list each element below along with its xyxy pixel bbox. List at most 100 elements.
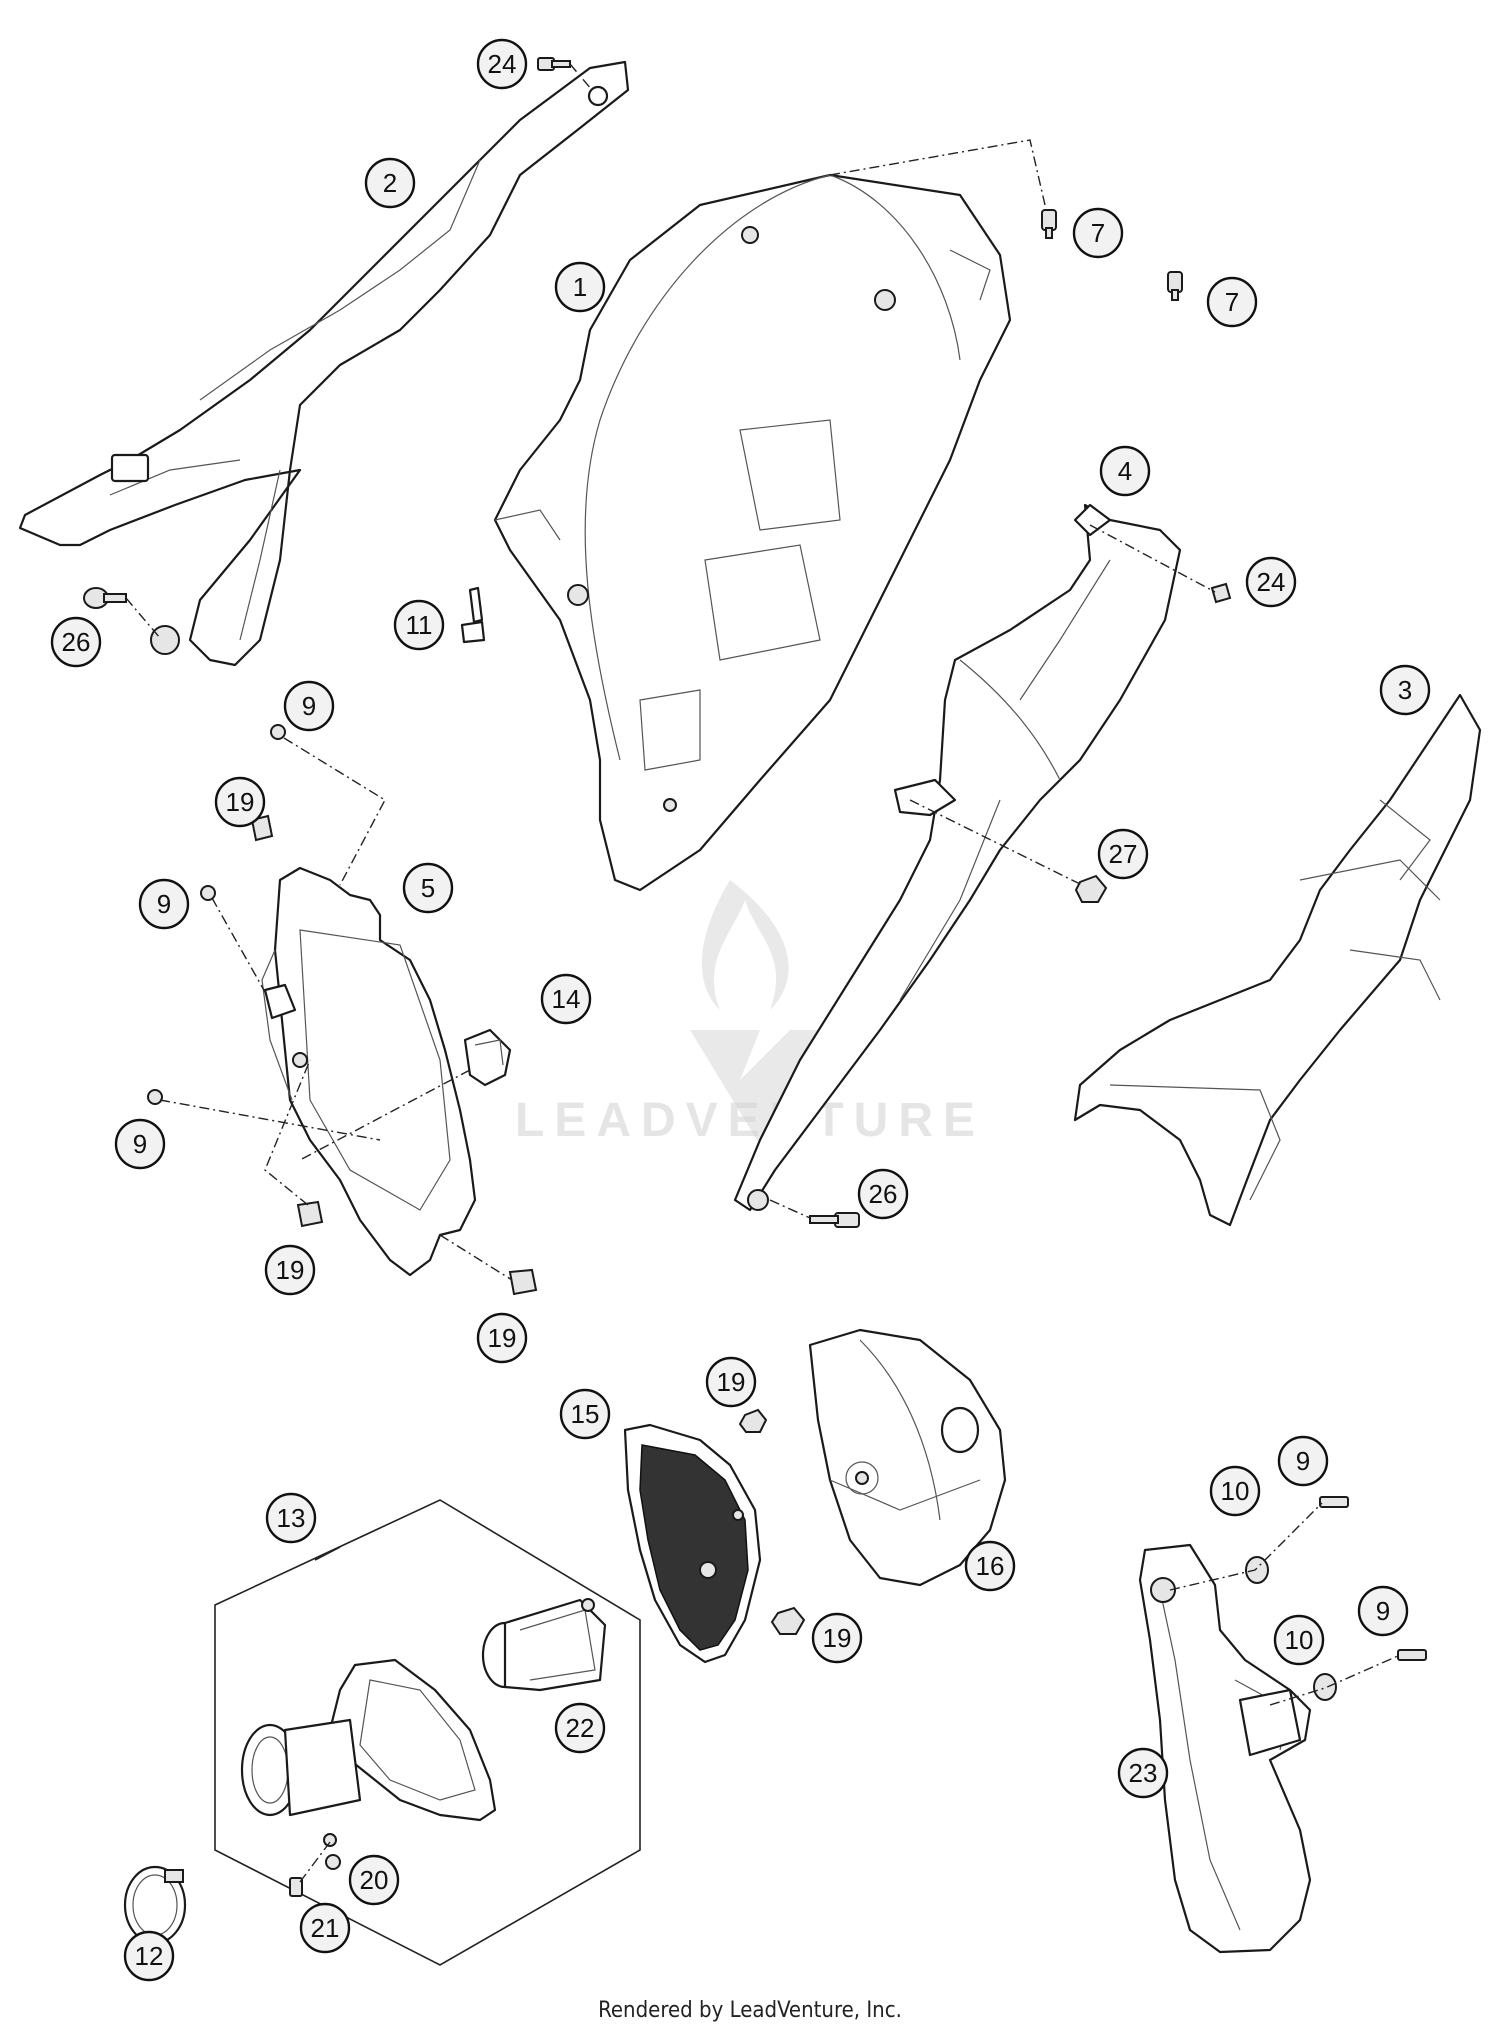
callout-label: 19 — [717, 1367, 746, 1397]
callout-c16: 16 — [964, 1540, 1016, 1592]
callout-c1: 1 — [554, 261, 606, 313]
callout-circle — [540, 973, 592, 1025]
callout-circle — [1117, 1747, 1169, 1799]
part-9-washer-b — [200, 885, 216, 901]
callout-label: 9 — [302, 691, 316, 721]
leader-9-10-upper — [1169, 1502, 1323, 1591]
part-9-washer-c — [147, 1089, 163, 1105]
callout-circle — [1245, 556, 1297, 608]
callout-circle — [476, 38, 528, 90]
part-27-nut — [1074, 874, 1108, 903]
callout-circle — [265, 1492, 317, 1544]
part-9-screw-lower-right — [1397, 1649, 1427, 1661]
part-22-intake-tube — [481, 1598, 607, 1692]
callout-label: 4 — [1118, 456, 1132, 486]
callout-label: 26 — [869, 1179, 898, 1209]
callout-circle — [364, 157, 416, 209]
callout-label: 9 — [157, 889, 171, 919]
part-1-rear-frame-housing — [493, 173, 1012, 892]
callout-circle — [114, 1118, 166, 1170]
part-2-left-side-panel — [18, 60, 630, 667]
callout-label: 2 — [383, 168, 397, 198]
callout-label: 10 — [1285, 1625, 1314, 1655]
callout-c19c: 19 — [476, 1312, 528, 1364]
callout-circle — [1209, 1465, 1261, 1517]
callout-circle — [559, 1388, 611, 1440]
part-11-clip — [460, 586, 486, 644]
callout-c12: 12 — [123, 1930, 175, 1982]
callout-circle — [393, 599, 445, 651]
callout-circle — [554, 1702, 606, 1754]
callout-label: 26 — [62, 627, 91, 657]
callout-c2: 2 — [364, 157, 416, 209]
callout-c9a: 9 — [283, 680, 335, 732]
callout-c24b: 24 — [1245, 556, 1297, 608]
callout-c10b: 10 — [1273, 1614, 1325, 1666]
part-24-screw-right — [1210, 582, 1232, 604]
part-19-grommet-c — [508, 1268, 538, 1296]
leader-14 — [299, 1069, 471, 1161]
callout-circle — [476, 1312, 528, 1364]
leader-20-21 — [299, 1841, 331, 1883]
callout-circle — [705, 1356, 757, 1408]
callout-c19a: 19 — [214, 776, 266, 828]
callout-c21: 21 — [299, 1902, 351, 1954]
part-19-nut-lower — [770, 1606, 806, 1635]
callout-label: 23 — [1129, 1758, 1158, 1788]
callout-c19e: 19 — [811, 1612, 863, 1664]
leader-19b — [264, 1059, 311, 1206]
part-13-intake-boot — [240, 1658, 497, 1847]
part-7-screw-top — [1041, 209, 1057, 239]
callout-label: 9 — [133, 1129, 147, 1159]
part-26-screw-right — [809, 1212, 860, 1228]
callout-circle — [264, 1244, 316, 1296]
part-13-assembly-outline — [214, 1499, 641, 1966]
part-10-grommet-lower — [1313, 1673, 1337, 1701]
callout-label: 15 — [571, 1399, 600, 1429]
callout-label: 10 — [1221, 1476, 1250, 1506]
callout-circle — [283, 680, 335, 732]
callout-label: 11 — [406, 610, 433, 640]
callout-c5: 5 — [402, 862, 454, 914]
callout-label: 27 — [1109, 839, 1138, 869]
part-21-screw — [289, 1877, 303, 1897]
part-9-washer-a — [270, 724, 286, 740]
callout-label: 9 — [1296, 1446, 1310, 1476]
part-19-nut-upper — [738, 1408, 768, 1433]
callout-c7a: 7 — [1072, 207, 1124, 259]
callout-label: 24 — [488, 49, 517, 79]
callout-label: 24 — [1257, 567, 1286, 597]
callout-c19d: 19 — [705, 1356, 757, 1408]
leader-9a — [283, 737, 386, 886]
callout-label: 19 — [823, 1623, 852, 1653]
leader-19c — [439, 1234, 513, 1281]
callout-circle — [138, 878, 190, 930]
callout-label: 19 — [226, 787, 255, 817]
callout-circle — [1206, 276, 1258, 328]
callout-c26b: 26 — [857, 1168, 909, 1220]
callout-label: 1 — [573, 272, 587, 302]
footer-credit: Rendered by LeadVenture, Inc. — [598, 1998, 902, 2023]
callout-circle — [1097, 828, 1149, 880]
callout-label: 3 — [1398, 675, 1412, 705]
callout-c7b: 7 — [1206, 276, 1258, 328]
leader-9c — [159, 1099, 381, 1141]
part-16-filter-cover — [808, 1328, 1007, 1587]
callout-c14: 14 — [540, 973, 592, 1025]
callout-c9e: 9 — [1357, 1585, 1409, 1637]
callout-label: 7 — [1225, 287, 1239, 317]
part-24-screw-top — [537, 57, 571, 71]
callout-circle — [348, 1854, 400, 1906]
callout-label: 16 — [976, 1551, 1005, 1581]
leader-26-right — [769, 1199, 811, 1219]
callout-circle — [857, 1168, 909, 1220]
callout-c27: 27 — [1097, 828, 1149, 880]
watermark-text: LEADVENTURE — [515, 1094, 985, 1147]
callout-label: 12 — [135, 1941, 164, 1971]
leader-24-top — [569, 63, 593, 91]
part-3-side-number-plate — [1073, 693, 1482, 1227]
callout-circle — [1072, 207, 1124, 259]
leader-27 — [909, 799, 1083, 886]
part-9-screw-upper-right — [1319, 1496, 1349, 1508]
